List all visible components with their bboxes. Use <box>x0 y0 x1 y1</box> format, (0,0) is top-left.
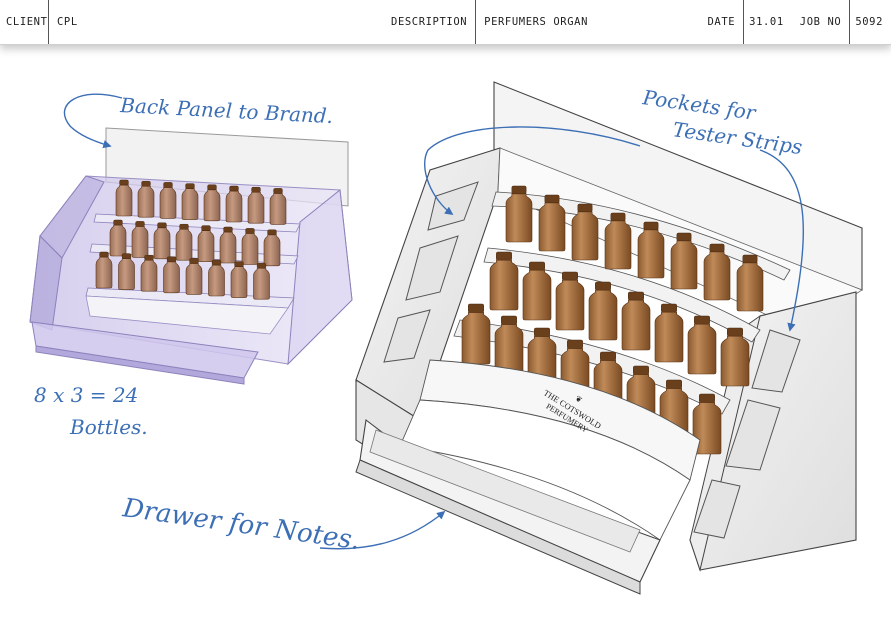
drawer-arrow-icon <box>319 510 446 550</box>
client-label: CLIENT <box>0 0 49 44</box>
job-number-value: 5092 <box>855 16 883 28</box>
small-bottle <box>131 221 149 258</box>
description-label: DESCRIPTION <box>221 0 477 44</box>
pockets-arrow-right-icon <box>759 149 805 332</box>
amber-bottle <box>720 327 750 387</box>
small-bottle <box>140 254 158 292</box>
amber-bottle <box>505 185 533 243</box>
bottle-count-note-line1: 8 x 3 = 24 <box>34 383 138 407</box>
client-value: CPL <box>57 16 78 28</box>
amber-bottle-grid <box>461 185 764 455</box>
amber-bottle <box>538 194 566 252</box>
amber-bottle <box>736 254 764 312</box>
small-bottle <box>175 223 193 261</box>
brand-crest-icon: ❦ <box>573 394 583 405</box>
amber-bottle <box>461 303 491 365</box>
acrylic-display-model <box>29 127 353 385</box>
pockets-arrow-left-icon <box>423 126 641 215</box>
small-bottle <box>225 185 243 223</box>
small-bottle <box>181 183 199 220</box>
small-bottle <box>253 262 270 300</box>
small-bottle-grid <box>95 179 287 300</box>
small-bottle <box>263 229 281 267</box>
amber-bottle <box>555 271 585 331</box>
small-bottle <box>269 188 287 225</box>
small-bottle <box>197 225 215 262</box>
amber-bottle <box>637 221 665 279</box>
small-bottle <box>159 182 177 219</box>
back-panel-note: Back Panel to Brand. <box>119 93 334 128</box>
amber-bottle <box>588 281 618 341</box>
small-bottle <box>163 256 180 294</box>
date-label: DATE <box>699 0 745 44</box>
amber-bottle <box>621 291 651 351</box>
back-panel-arrow-icon <box>63 93 123 149</box>
drawer-note: Drawer for Notes. <box>120 493 362 556</box>
amber-bottle <box>522 261 552 321</box>
pockets-note-line2: Tester Strips <box>671 117 804 159</box>
small-bottle <box>203 184 221 222</box>
small-bottle <box>95 251 113 289</box>
pockets-note-line1: Pockets for <box>640 85 758 125</box>
small-bottle <box>115 179 133 217</box>
small-bottle <box>137 180 155 218</box>
title-block: CLIENT CPL DESCRIPTION PERFUMERS ORGAN D… <box>0 0 891 45</box>
date-value: 31.01 <box>749 16 784 28</box>
annotation-bottle-count: 8 x 3 = 24 Bottles. <box>34 383 148 439</box>
small-bottle <box>208 259 225 297</box>
bottle-count-note-line2: Bottles. <box>69 415 148 439</box>
amber-bottle <box>654 303 684 363</box>
amber-bottle <box>687 315 717 375</box>
small-bottle <box>247 186 265 224</box>
small-bottle <box>230 261 248 298</box>
amber-bottle <box>571 203 599 261</box>
white-display-model: ❦ THE COTSWOLD PERFUMERY <box>355 81 863 595</box>
small-bottle <box>219 226 237 264</box>
annotation-drawer: Drawer for Notes. <box>120 493 446 556</box>
amber-bottle <box>489 251 519 311</box>
job-number-label: JOB NO <box>792 0 851 44</box>
small-bottle <box>118 253 135 290</box>
amber-bottle <box>670 232 698 290</box>
small-bottle <box>185 258 203 295</box>
description-value: PERFUMERS ORGAN <box>484 16 588 28</box>
amber-bottle <box>604 212 632 270</box>
small-bottle <box>109 219 127 257</box>
product-sketch: ❦ THE COTSWOLD PERFUMERY Back Panel to B… <box>29 81 863 595</box>
amber-bottle <box>494 315 524 377</box>
small-bottle <box>241 228 259 265</box>
amber-bottle <box>703 243 731 301</box>
